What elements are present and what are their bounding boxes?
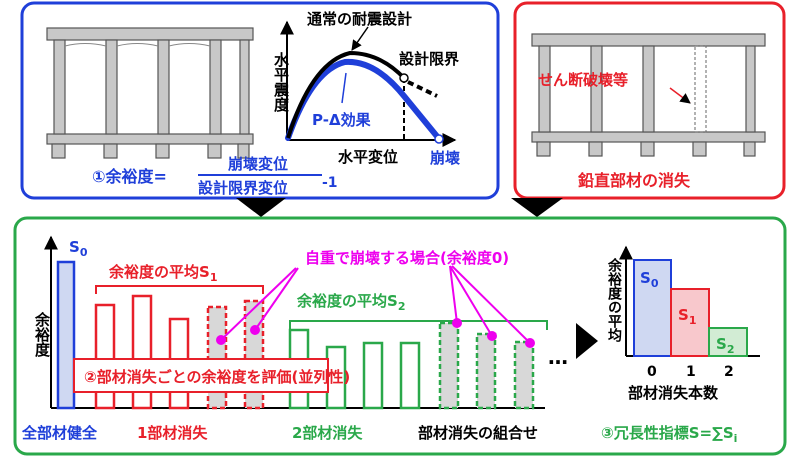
right-bar-s0-label: S0 (640, 269, 659, 290)
shear-failure-leader (669, 87, 691, 104)
avg-s1-label: 余裕度の平均S1 (108, 263, 217, 284)
bottom-y-axis-label: 余裕度 (33, 311, 51, 358)
self-weight-markers (216, 318, 535, 348)
bar-two-lost-zero (475, 332, 497, 410)
formula-exponent: -1 (322, 175, 338, 191)
right-bar-s2 (708, 327, 748, 357)
self-weight-label: 自重で崩壊する場合(余裕度0) (305, 249, 509, 267)
evaluation-box (73, 358, 329, 393)
bar-all-sound (56, 260, 76, 410)
bar-two-lost (399, 341, 421, 410)
bar-two-lost-zero (438, 321, 460, 410)
self-weight-pointers (220, 265, 531, 344)
evaluation-label: ②部材消失ごとの余裕度を評価(並列性) (84, 368, 350, 386)
bar-two-lost (362, 341, 384, 410)
pdelta-label-leader (341, 72, 347, 104)
normal-design-curve (286, 50, 406, 139)
ellipsis: … (548, 345, 568, 369)
cat-one-lost: 1部材消失 (137, 424, 208, 442)
right-chart-y-axis-label: 余裕度の平均 (606, 257, 623, 343)
right-tick-1: 1 (686, 364, 696, 380)
right-bar-s2-label: S2 (716, 335, 734, 356)
formula-prefix: ①余裕度= (92, 167, 167, 186)
bracket-s2 (289, 320, 548, 330)
graph-y-axis-label: 水平震度 (272, 51, 290, 113)
right-tick-0: 0 (647, 364, 657, 380)
big-right-arrow (576, 323, 598, 359)
curve-normal-label: 通常の耐震設計 (307, 10, 412, 28)
collapse-label: 崩壊 (430, 149, 460, 167)
down-arrow-left (236, 198, 286, 217)
redundancy-label: ③冗長性指標S=∑Si (601, 424, 737, 445)
formula-numerator: 崩壊変位 (228, 155, 288, 173)
panel-bottom (13, 216, 787, 456)
design-limit-label: 設計限界 (399, 50, 459, 68)
lost-pillar-outline (694, 45, 707, 133)
right-bar-s1 (670, 288, 710, 357)
bar-two-lost-zero (513, 340, 535, 410)
viaduct-arches-left (64, 43, 211, 47)
normal-label-leader (351, 26, 369, 51)
pdelta-label: P-Δ効果 (312, 111, 372, 129)
cat-two-lost: 2部材消失 (292, 424, 363, 442)
top-right-caption: 鉛直部材の消失 (578, 171, 691, 190)
graph-x-axis-label: 水平変位 (338, 148, 398, 166)
formula-denominator: 設計限界変位 (198, 179, 288, 197)
design-limit-point (399, 73, 409, 83)
s0-label: S0 (69, 238, 88, 259)
shear-failure-label: せん断破壊等 (538, 71, 628, 89)
avg-s2-label: 余裕度の平均S2 (296, 292, 405, 313)
down-arrow-right (511, 198, 563, 217)
cat-all-sound: 全部材健全 (21, 424, 98, 442)
right-tick-2: 2 (724, 364, 734, 380)
viaduct-structure-left (46, 27, 254, 159)
bracket-s1 (95, 285, 264, 294)
normal-curve-extension (407, 80, 438, 98)
collapse-point (434, 134, 444, 144)
viaduct-structure-right (531, 33, 766, 157)
right-chart-x-axis-label: 部材消失本数 (628, 384, 719, 402)
right-bar-s0 (633, 259, 672, 357)
right-bar-s1-label: S1 (678, 306, 696, 327)
x-axis-label: 部材消失の組合せ (418, 424, 538, 442)
